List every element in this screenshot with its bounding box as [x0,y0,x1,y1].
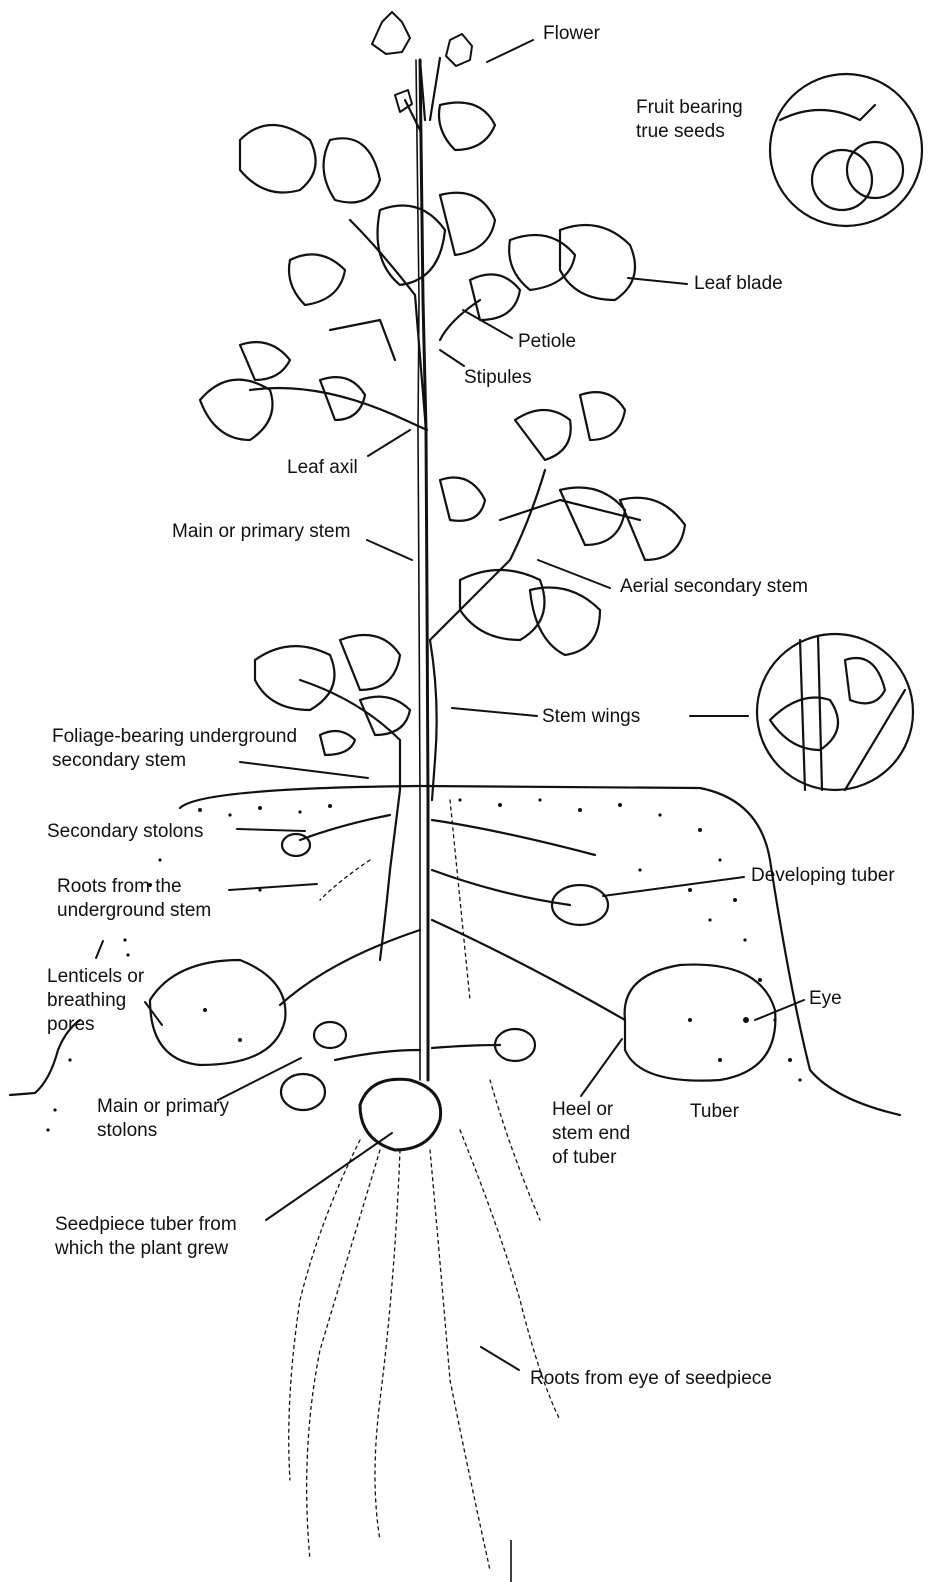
label-eye: Eye [809,987,842,1011]
label-roots-underground: Roots from theunderground stem [57,875,211,923]
leader-secondary-stolons [237,829,305,831]
leader-stipules [440,350,464,366]
label-stem-wings: Stem wings [542,705,640,729]
root [289,1140,360,1480]
developing-tuber-shape [552,885,608,925]
leader-aerial-stem [538,560,610,588]
leaf [378,206,446,286]
leaf [439,103,495,151]
leaf [509,235,575,290]
root [490,1080,540,1220]
leader-leaf-blade [628,278,687,284]
leader-roots-seedpiece [481,1347,519,1370]
root [307,1150,380,1560]
label-lenticels: Lenticels orbreathingpores [47,965,144,1037]
stolon [432,870,570,905]
label-aerial-secondary-stem: Aerial secondary stem [620,575,808,599]
tuber-shape [625,965,776,1081]
leader-seedpiece [266,1133,392,1220]
leaf [620,498,685,560]
leader-lenticels [145,1002,162,1025]
leaf [360,697,410,735]
label-fruit: Fruit bearingtrue seeds [636,96,743,144]
leaf [340,635,400,690]
leaf [240,125,316,193]
leaf [320,377,365,420]
flower-shape [372,12,410,54]
label-leaf-axil: Leaf axil [287,456,358,480]
leaf [240,342,290,380]
leader-developing-tuber [603,877,744,896]
root [430,1150,490,1570]
stolon [432,820,595,855]
label-leaf-blade: Leaf blade [694,272,783,296]
label-main-stem: Main or primary stem [172,520,350,544]
root [375,1150,400,1540]
leaf [515,410,571,460]
tuber-shape [150,960,285,1065]
stolon [432,920,625,1020]
label-petiole: Petiole [518,330,576,354]
root [320,860,370,900]
leaf [580,392,625,440]
main-stolon [335,1050,420,1060]
leader-roots-underground [229,884,317,890]
leaf [289,254,345,305]
leader-stem-wings [452,708,537,716]
label-main-stolons: Main or primarystolons [97,1095,229,1143]
label-stipules: Stipules [464,366,532,390]
leaf [440,193,495,255]
label-secondary-stolons: Secondary stolons [47,820,203,844]
seedpiece-tuber [360,1079,441,1150]
leaf [324,138,380,202]
label-tuber: Tuber [690,1100,739,1124]
leaf [440,478,485,521]
leader-heel [581,1039,622,1096]
main-stolon [432,1045,500,1048]
leader-leaf-axil [368,430,410,456]
label-flower: Flower [543,22,600,46]
label-developing-tuber: Developing tuber [751,864,895,888]
leaf [560,488,625,546]
leader-main-stem [367,540,412,560]
label-roots-seedpiece: Roots from eye of seedpiece [530,1367,772,1391]
leaf [470,274,520,320]
leaf [320,731,355,755]
leaf-blade [560,225,635,300]
root [450,800,470,1000]
label-foliage-underground: Foliage-bearing undergroundsecondary ste… [52,725,297,773]
label-seedpiece: Seedpiece tuber fromwhich the plant grew [55,1213,237,1261]
leader-flower [487,40,533,62]
leaf [255,646,335,710]
stolon [280,930,420,1005]
label-heel: Heel orstem endof tuber [552,1098,630,1170]
secondary-stolon [300,815,390,840]
